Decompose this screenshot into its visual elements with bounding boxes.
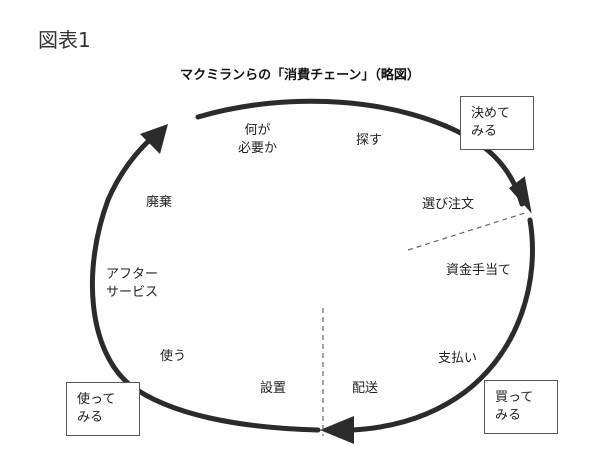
cycle-arc-upper-right: [195, 98, 525, 207]
stage-after-service: アフター サービス: [106, 266, 158, 302]
box-buy-and-try: 買って みる: [484, 380, 558, 434]
box-buy-line2: みる: [495, 408, 522, 423]
box-use-and-try: 使って みる: [66, 382, 140, 436]
stage-payment: 支払い: [438, 351, 478, 366]
stage-after-service-line2: サービス: [106, 285, 159, 300]
stage-financing: 資金手当て: [446, 263, 512, 278]
stage-installation: 設置: [260, 381, 287, 396]
diagram-title: マクミランらの「消費チェーン」（略図）: [180, 68, 420, 83]
box-use-line1: 使って: [77, 392, 116, 407]
arrowhead-up-left: [140, 124, 168, 154]
box-buy-line1: 買って: [495, 390, 534, 405]
box-use-line2: みる: [77, 410, 104, 425]
arrowhead-down-right: [508, 176, 532, 214]
stage-search: 探す: [356, 133, 383, 148]
dashed-separator-diagonal: [407, 211, 529, 251]
box-decide-line2: みる: [471, 124, 498, 139]
stage-after-service-line1: アフター: [106, 267, 159, 282]
stage-delivery: 配送: [352, 381, 379, 396]
cycle-arc-right: [349, 217, 535, 433]
stage-select-order: 選び注文: [422, 197, 475, 212]
figure-label: 図表1: [38, 28, 91, 52]
arrowhead-left-bottom: [320, 416, 354, 444]
stage-what-is-needed: 何が 必要か: [238, 122, 277, 158]
cycle-arc-left: [89, 135, 321, 433]
stage-what-is-needed-line1: 何が: [244, 123, 271, 138]
box-decide-and-try: 決めて みる: [460, 96, 534, 150]
stage-disposal: 廃棄: [146, 195, 173, 210]
stage-use: 使う: [160, 349, 187, 364]
stage-what-is-needed-line2: 必要か: [238, 141, 278, 156]
box-decide-line1: 決めて: [471, 106, 511, 121]
